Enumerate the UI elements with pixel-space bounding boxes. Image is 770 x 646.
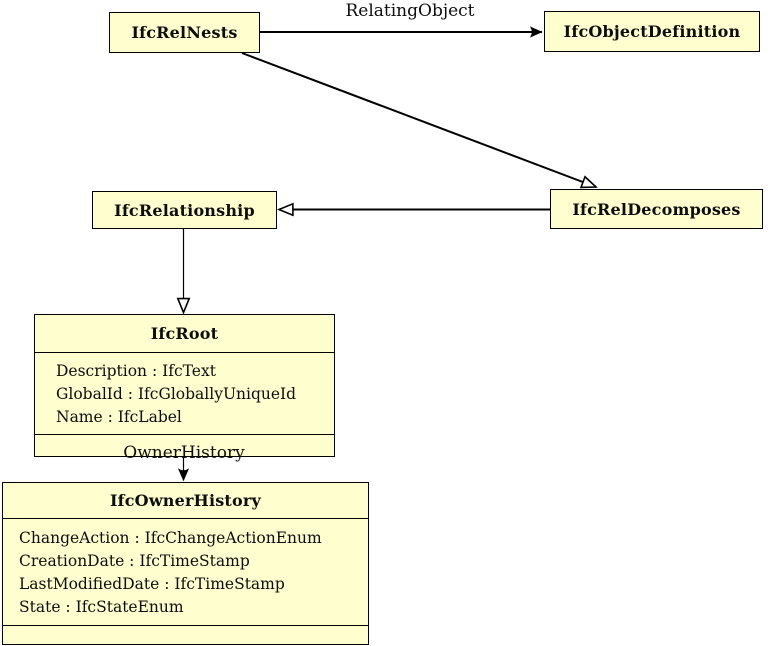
class-title: IfcObjectDefinition <box>563 22 741 41</box>
class-attributes-compartment: Description : IfcText GlobalId : IfcGlob… <box>35 352 334 434</box>
class-title: IfcRelDecomposes <box>572 199 741 219</box>
class-node-ifc-relationship[interactable]: IfcRelationship <box>92 191 277 229</box>
class-node-ifc-owner-history[interactable]: IfcOwnerHistory ChangeAction : IfcChange… <box>2 482 369 645</box>
class-title: IfcRelNests <box>131 23 238 42</box>
attribute-row: LastModifiedDate : IfcTimeStamp <box>19 575 285 593</box>
class-title-compartment: IfcOwnerHistory <box>3 483 368 518</box>
attribute-row: GlobalId : IfcGloballyUniqueId <box>56 385 297 403</box>
class-title-compartment: IfcRoot <box>35 315 334 352</box>
class-node-ifc-object-definition[interactable]: IfcObjectDefinition <box>544 11 760 52</box>
attribute-row: ChangeAction : IfcChangeActionEnum <box>19 529 322 547</box>
attribute-row: CreationDate : IfcTimeStamp <box>19 552 250 570</box>
class-node-ifc-root[interactable]: IfcRoot Description : IfcText GlobalId :… <box>34 314 335 457</box>
class-operations-compartment <box>3 625 368 644</box>
class-operations-compartment <box>35 434 334 456</box>
class-node-ifc-rel-nests[interactable]: IfcRelNests <box>109 12 260 53</box>
class-title: IfcOwnerHistory <box>109 491 262 510</box>
class-node-ifc-rel-decomposes[interactable]: IfcRelDecomposes <box>550 189 763 229</box>
attribute-row: Description : IfcText <box>56 362 216 380</box>
edge-label-relating-object: RelatingObject <box>345 1 475 21</box>
attribute-row: Name : IfcLabel <box>56 408 182 426</box>
class-attributes-compartment: ChangeAction : IfcChangeActionEnum Creat… <box>3 518 368 625</box>
class-title: IfcRoot <box>150 324 219 343</box>
edge-label-owner-history: OwnerHistory <box>123 443 245 463</box>
edge-nests-to-decomposes <box>241 52 596 187</box>
attribute-row: State : IfcStateEnum <box>19 598 184 616</box>
class-title: IfcRelationship <box>114 200 255 220</box>
